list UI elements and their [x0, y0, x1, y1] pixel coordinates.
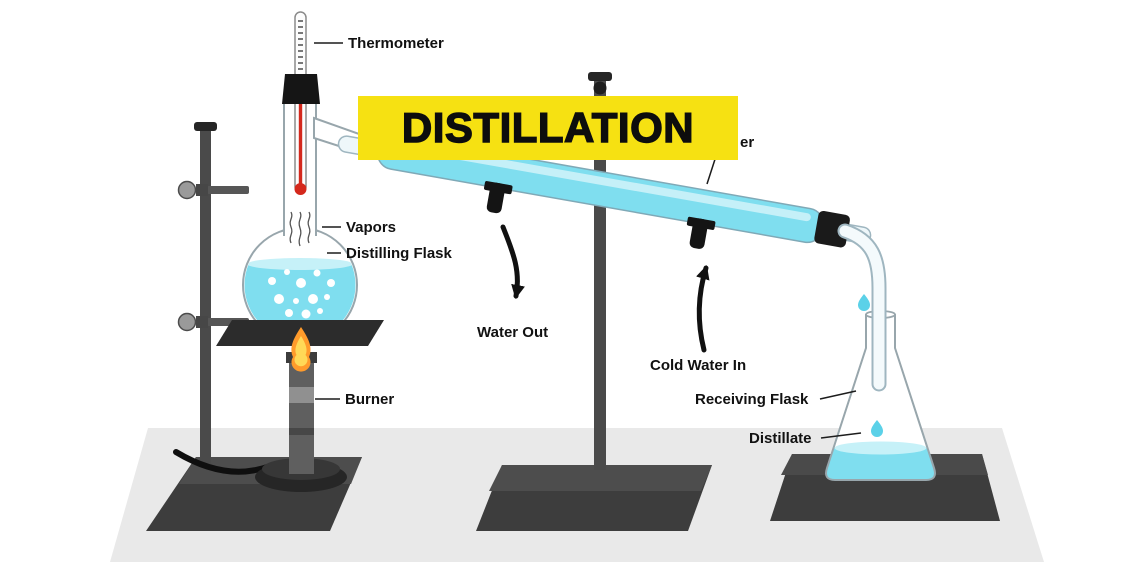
condenser-adapter	[814, 210, 850, 248]
burner-body	[289, 352, 314, 474]
distilling-flask-label: Distilling Flask	[346, 245, 453, 262]
vapor-lines	[289, 211, 311, 247]
condenser	[337, 134, 872, 249]
upper-clamp-arm	[207, 186, 249, 194]
receiving-flask-fill	[826, 314, 935, 480]
upper-clamp-knob	[177, 180, 197, 200]
receiving-flask-label: Receiving Flask	[695, 391, 809, 408]
condenser-label-fragment: er	[740, 134, 754, 151]
water-out-label: Water Out	[477, 324, 548, 341]
thermometer-column	[298, 104, 303, 186]
vapors-label: Vapors	[346, 219, 396, 236]
distillate-drop-lower	[871, 420, 883, 437]
distillate-label: Distillate	[749, 430, 812, 447]
left-stand-rod	[200, 128, 211, 464]
flame-inner	[294, 336, 308, 367]
condenser-stand-base-top	[489, 465, 712, 491]
lower-clamp-bolt	[196, 316, 208, 328]
receiving-flask	[825, 223, 936, 481]
burner-band	[289, 387, 314, 403]
rubber-stopper	[282, 74, 320, 104]
burner-flame	[291, 327, 311, 372]
distillate-leader	[820, 432, 862, 439]
water-out-port	[484, 181, 513, 214]
thermometer-scale	[298, 20, 303, 70]
cold-water-in-port	[686, 216, 716, 249]
burner-ring	[289, 428, 314, 435]
flask-liquid-surface	[247, 258, 353, 270]
receiving-flask-liquid	[826, 448, 935, 480]
upper-clamp-bolt	[196, 184, 208, 196]
lower-clamp-knob	[177, 312, 197, 332]
receiving-flask-leader	[819, 390, 857, 400]
receiving-flask-outline	[825, 314, 936, 481]
thermometer-label: Thermometer	[348, 35, 444, 52]
cold-water-in-arrow	[696, 265, 710, 353]
burner-cable	[173, 449, 273, 475]
burner-label: Burner	[345, 391, 394, 408]
upper-clamp	[177, 180, 249, 200]
water-out-arrow	[500, 224, 525, 299]
condenser-stand-rod-cap	[588, 72, 612, 81]
condenser-jacket-highlight	[391, 140, 811, 222]
thermometer-bulb	[294, 183, 307, 195]
bubbles	[268, 269, 335, 319]
condenser-stand-knob	[593, 81, 607, 95]
receiving-liquid-surface	[834, 441, 927, 455]
left-stand-rod-cap	[194, 122, 217, 131]
distillate-drop-upper	[858, 294, 870, 311]
distilling-flask	[242, 11, 358, 343]
delivery-tube	[837, 223, 887, 392]
title-banner	[358, 96, 738, 160]
condenser-stand	[476, 72, 712, 531]
title-text: DISTILLATION	[402, 104, 694, 151]
cold-water-in-label: Cold Water In	[650, 357, 746, 374]
